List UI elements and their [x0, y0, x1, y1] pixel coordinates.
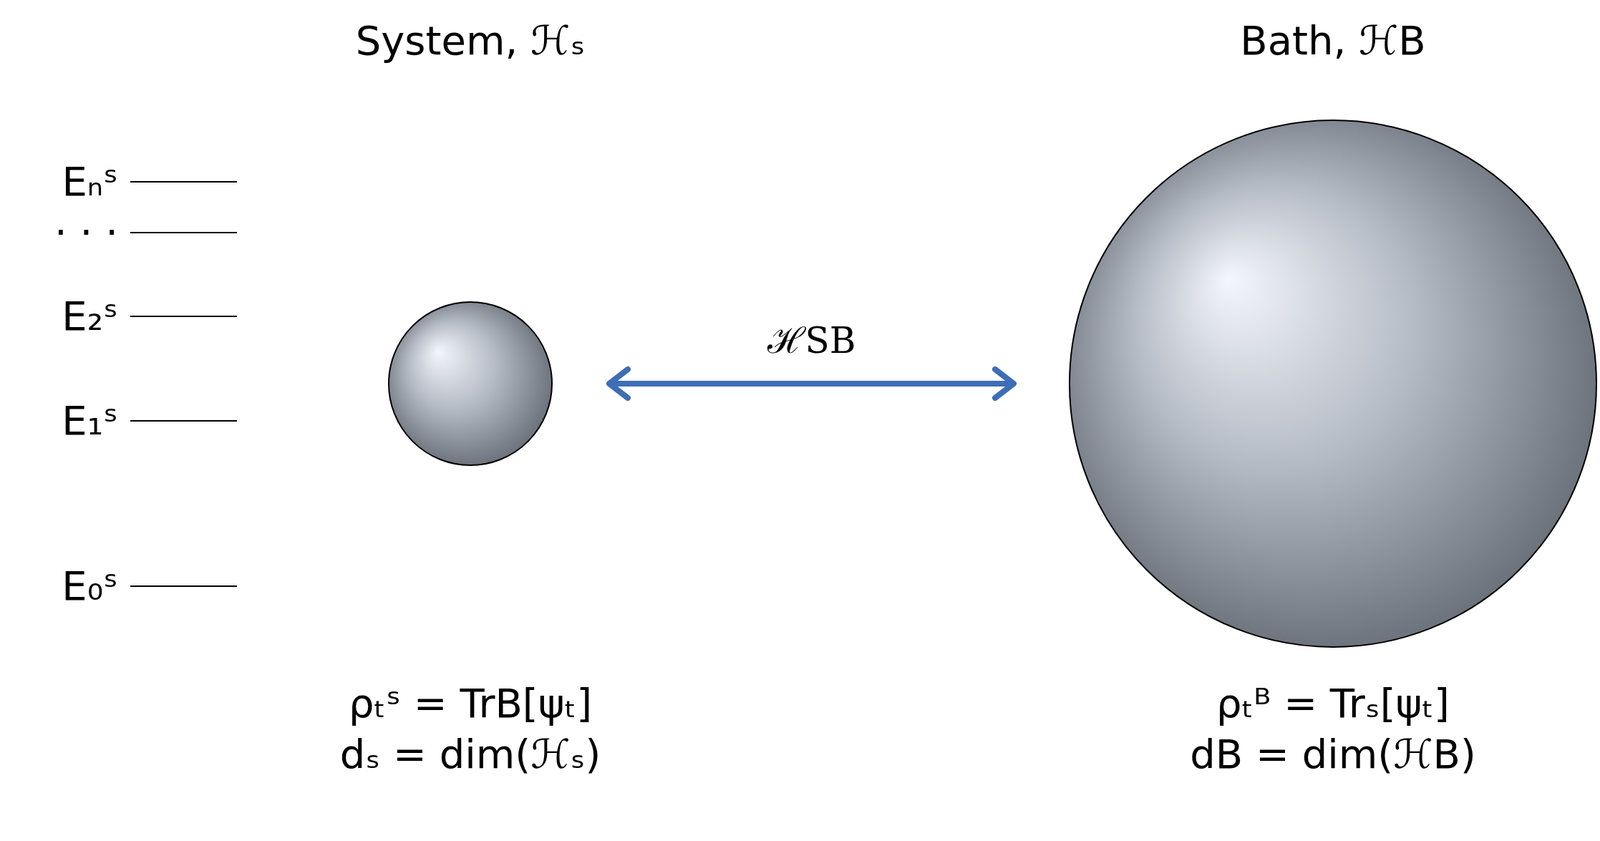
node-heading: Bath, ℋB	[1065, 15, 1600, 66]
edge-label: ℋSB	[767, 319, 857, 363]
reduced-state-formula: ρₜᴮ = Trₛ[ψₜ]	[1065, 678, 1600, 729]
sphere-illustration	[1065, 0, 1600, 795]
energy-level	[130, 315, 237, 318]
system-sphere-node: System, ℋₛ ρₜˢ = TrB[ψₜ]dₛ = dim(ℋₛ)	[255, 0, 686, 795]
energy-level-label: · · ·	[54, 207, 119, 258]
sphere	[1069, 120, 1597, 648]
coupling-arrow	[609, 369, 1014, 399]
sphere	[388, 302, 552, 466]
energy-level-label: E₂ˢ	[61, 291, 119, 342]
node-heading: System, ℋₛ	[255, 15, 686, 66]
energy-level	[130, 420, 237, 422]
energy-level	[130, 231, 237, 234]
energy-level	[130, 585, 237, 588]
dimension-formula: dₛ = dim(ℋₛ)	[255, 729, 686, 780]
reduced-state-formula: ρₜˢ = TrB[ψₜ]	[255, 678, 686, 729]
sphere-illustration	[255, 0, 686, 795]
dimension-formula: dB = dim(ℋB)	[1065, 729, 1600, 780]
energy-level-label: E₀ˢ	[61, 561, 119, 612]
energy-level-lines	[0, 0, 287, 841]
energy-level-label: E₁ˢ	[61, 395, 119, 446]
energy-level-label: Eₙˢ	[61, 156, 119, 207]
bath-sphere-node: Bath, ℋB ρₜᴮ = Trₛ[ψₜ]dB = dim(ℋB)	[1065, 0, 1600, 795]
energy-level	[130, 181, 237, 183]
